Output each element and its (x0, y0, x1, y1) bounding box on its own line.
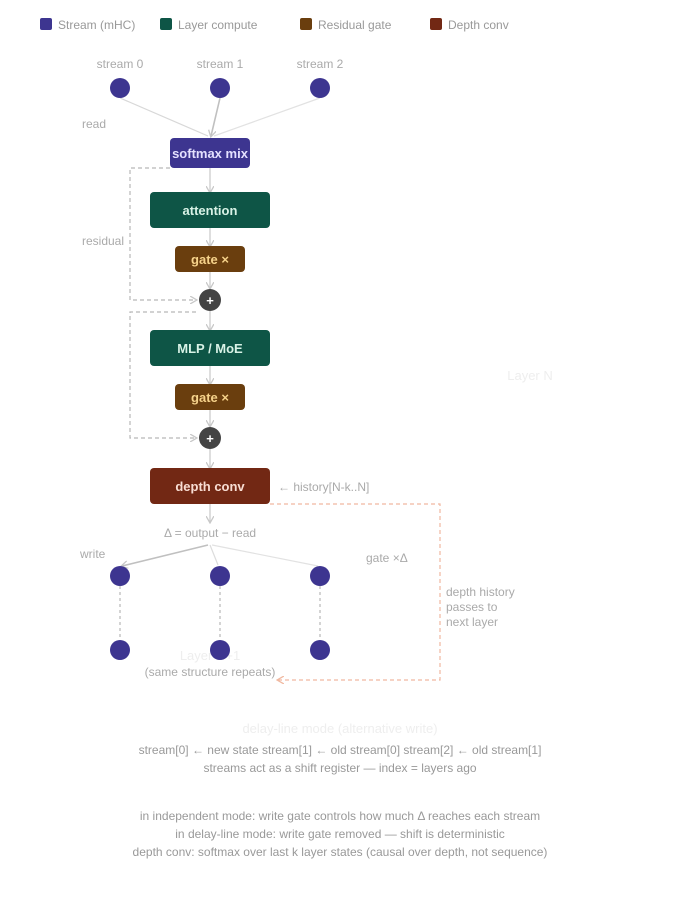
stream-carry-connectors (119, 586, 321, 640)
legend: Stream (mHC) Layer compute Residual gate… (40, 18, 509, 32)
note-delay-line-mode: in delay-line mode: write gate removed —… (175, 827, 504, 841)
residual-connector-2 (129, 311, 196, 438)
attention-block: attention (150, 192, 270, 228)
residual-label: residual (82, 234, 124, 248)
stream-node-out-1 (210, 566, 230, 586)
gate-delta-label: gate ×Δ (366, 551, 408, 565)
svg-text:depth conv: depth conv (175, 479, 245, 494)
depth-history-label-2: passes to (446, 600, 498, 614)
write-connectors (122, 544, 319, 566)
legend-swatch-gate (300, 18, 312, 30)
stream-label-0: stream 0 (97, 57, 144, 71)
residual-connector-1 (129, 167, 196, 300)
layer-n-label: Layer N (507, 368, 553, 383)
softmax-mix-block: softmax mix (170, 138, 250, 168)
history-label: ← history[N-k..N] (278, 480, 369, 494)
legend-swatch-compute (160, 18, 172, 30)
delay-line-explanation: streams act as a shift register — index … (203, 761, 476, 775)
stream-label-2: stream 2 (297, 57, 344, 71)
depth-history-label-3: next layer (446, 615, 498, 629)
layer-next-label: Layer N+1 (180, 648, 240, 663)
svg-text:gate ×: gate × (191, 390, 229, 405)
depth-conv-block: depth conv (150, 468, 270, 504)
legend-label-gate: Residual gate (318, 18, 392, 32)
svg-text:+: + (206, 293, 214, 308)
same-structure-label: (same structure repeats) (145, 665, 276, 679)
delay-line-mapping: stream[0] ← new state stream[1] ← old st… (139, 743, 542, 757)
svg-text:attention: attention (183, 203, 238, 218)
svg-text:MLP / MoE: MLP / MoE (177, 341, 243, 356)
residual-gate-block-1: gate × (175, 246, 245, 272)
delta-label: Δ = output − read (164, 526, 256, 540)
stream-node-out-2 (310, 566, 330, 586)
legend-swatch-stream (40, 18, 52, 30)
read-connectors (119, 97, 321, 136)
stream-node-next-1 (210, 640, 230, 660)
svg-text:softmax mix: softmax mix (172, 146, 249, 161)
stream-node-next-2 (310, 640, 330, 660)
stream-node-next-0 (110, 640, 130, 660)
plus-node-2: + (199, 427, 221, 449)
legend-swatch-depth (430, 18, 442, 30)
stream-label-1: stream 1 (197, 57, 244, 71)
legend-label-stream: Stream (mHC) (58, 18, 135, 32)
svg-text:gate ×: gate × (191, 252, 229, 267)
svg-text:+: + (206, 431, 214, 446)
delay-line-title: delay-line mode (alternative write) (242, 721, 437, 736)
stream-node-top-0 (110, 78, 130, 98)
read-label: read (82, 117, 106, 131)
residual-gate-block-2: gate × (175, 384, 245, 410)
depth-history-connector (270, 503, 441, 680)
stream-node-top-2 (310, 78, 330, 98)
stream-node-out-0 (110, 566, 130, 586)
stream-node-top-1 (210, 78, 230, 98)
write-label: write (79, 547, 106, 561)
plus-node-1: + (199, 289, 221, 311)
note-independent-mode: in independent mode: write gate controls… (140, 809, 540, 823)
note-depth-conv: depth conv: softmax over last k layer st… (133, 845, 548, 859)
legend-label-depth: Depth conv (448, 18, 509, 32)
legend-label-compute: Layer compute (178, 18, 258, 32)
depth-history-label-1: depth history (446, 585, 515, 599)
mlp-moe-block: MLP / MoE (150, 330, 270, 366)
